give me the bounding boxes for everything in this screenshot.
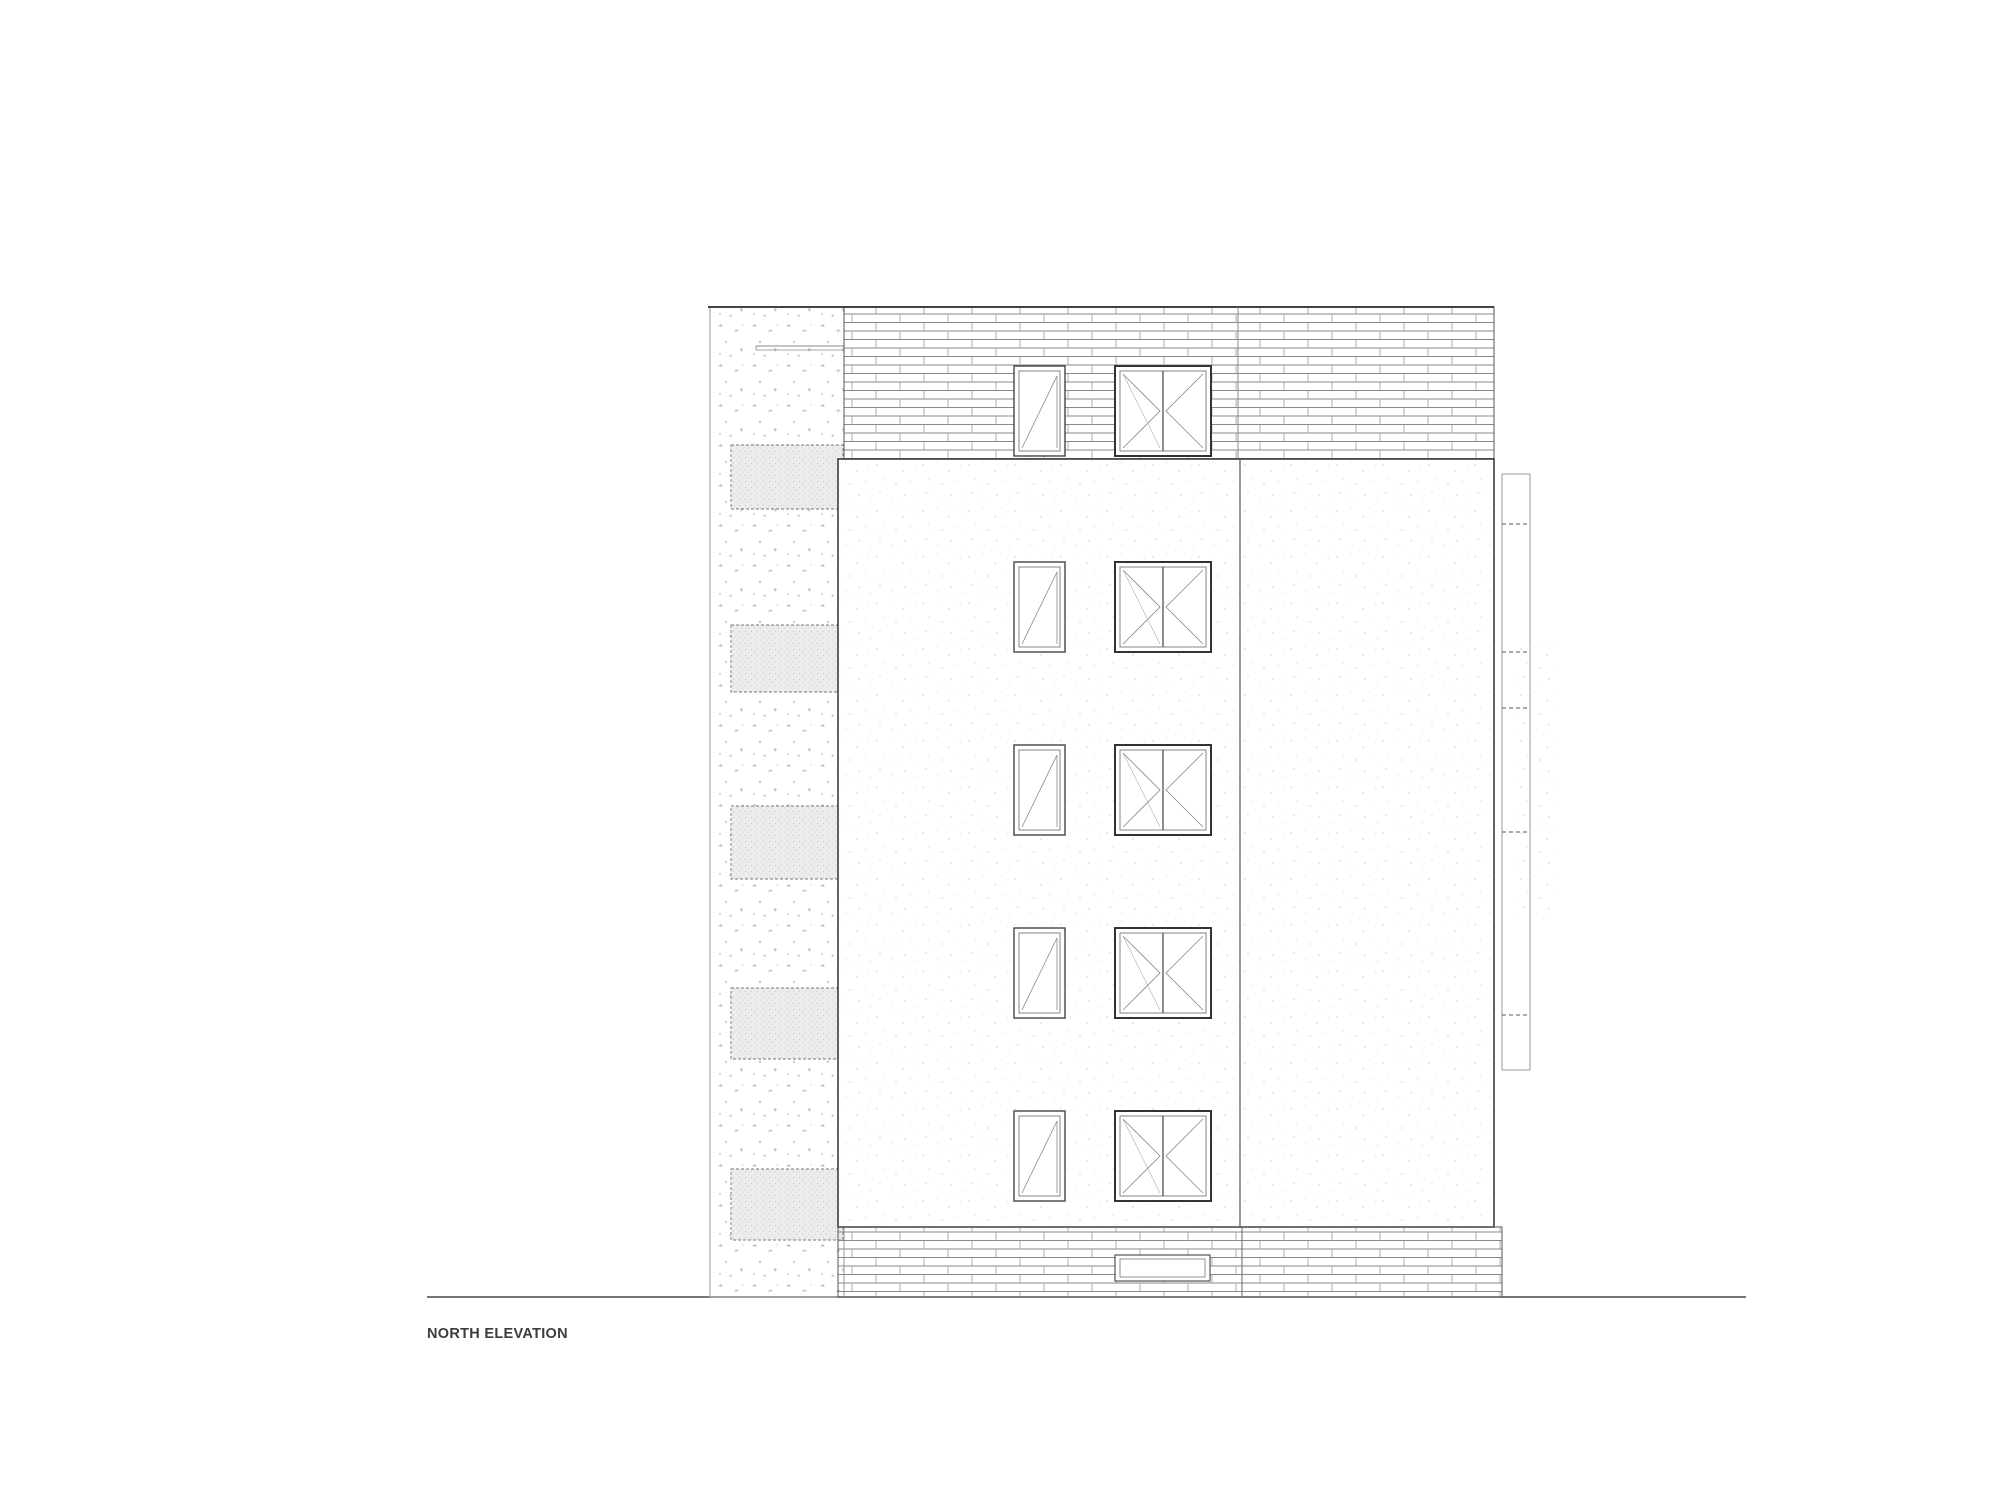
single-window — [1013, 744, 1066, 836]
balcony-panel — [730, 624, 844, 693]
double-window — [1114, 561, 1212, 653]
bottom-brick-base — [837, 1226, 1503, 1298]
balcony-panel — [730, 1168, 844, 1241]
balcony-panels — [730, 444, 844, 1241]
balcony-panel — [730, 444, 844, 510]
double-window — [1114, 744, 1212, 836]
balcony-panel — [730, 987, 844, 1060]
single-window — [1013, 1110, 1066, 1202]
single-window — [1013, 927, 1066, 1019]
double-window — [1114, 365, 1212, 457]
single-window — [1013, 365, 1066, 457]
single-window — [1013, 561, 1066, 653]
drawing-caption: NORTH ELEVATION — [427, 1326, 568, 1342]
double-window — [1114, 927, 1212, 1019]
right-side-railing — [1501, 473, 1555, 1071]
stucco-facade — [837, 458, 1495, 1228]
balcony-panel — [730, 805, 844, 880]
windows — [1013, 365, 1212, 1202]
double-window — [1114, 1110, 1212, 1202]
